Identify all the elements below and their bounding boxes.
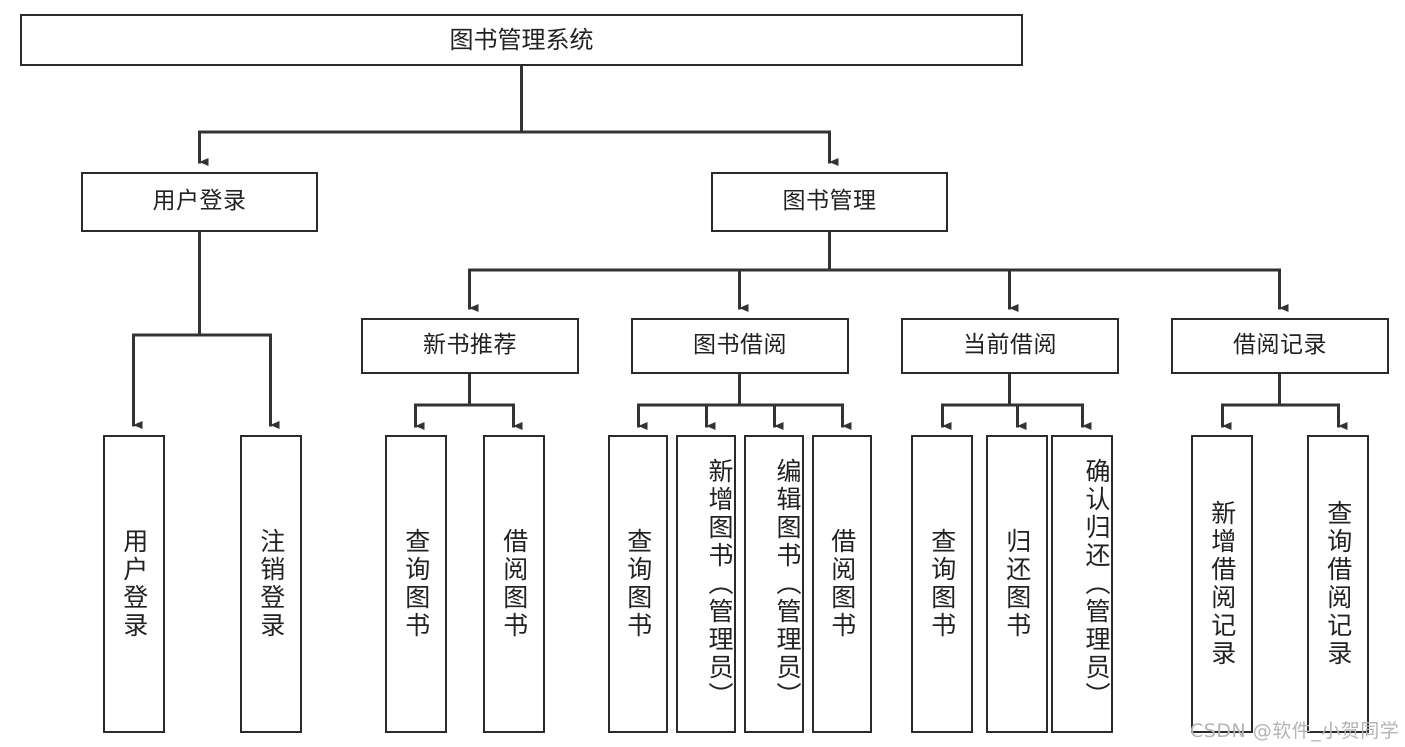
node-leaf-query-book-borrow-label: 查询图书 xyxy=(623,528,653,640)
node-leaf-logout[interactable]: 注销登录 xyxy=(240,435,302,733)
node-borrow-record[interactable]: 借阅记录 xyxy=(1171,318,1389,374)
node-leaf-borrow-book-rec[interactable]: 借阅图书 xyxy=(483,435,545,733)
node-leaf-add-record-label: 新增借阅记录 xyxy=(1207,500,1237,668)
node-leaf-query-book-rec[interactable]: 查询图书 xyxy=(385,435,447,733)
node-leaf-query-record-label: 查询借阅记录 xyxy=(1323,500,1353,668)
node-current-borrow[interactable]: 当前借阅 xyxy=(901,318,1119,374)
node-leaf-query-book-cur[interactable]: 查询图书 xyxy=(911,435,973,733)
node-leaf-user-login-label: 用户登录 xyxy=(119,528,149,640)
node-leaf-borrow-book[interactable]: 借阅图书 xyxy=(812,435,872,733)
node-leaf-user-login[interactable]: 用户登录 xyxy=(103,435,165,733)
node-leaf-add-book-label: 新增图书（管理员） xyxy=(705,458,734,710)
node-new-book-rec[interactable]: 新书推荐 xyxy=(361,318,579,374)
node-leaf-borrow-book-rec-label: 借阅图书 xyxy=(499,528,529,640)
node-leaf-confirm-return-label: 确认归还（管理员） xyxy=(1082,458,1111,710)
node-leaf-query-book-borrow[interactable]: 查询图书 xyxy=(608,435,668,733)
node-leaf-query-book-cur-label: 查询图书 xyxy=(927,528,957,640)
node-user-login-label: 用户登录 xyxy=(152,188,247,215)
node-leaf-logout-label: 注销登录 xyxy=(256,528,286,640)
node-leaf-add-record[interactable]: 新增借阅记录 xyxy=(1191,435,1253,733)
node-root-system-label: 图书管理系统 xyxy=(449,25,594,54)
node-leaf-edit-book-label: 编辑图书（管理员） xyxy=(773,458,802,710)
node-leaf-borrow-book-label: 借阅图书 xyxy=(827,528,857,640)
node-leaf-return-book[interactable]: 归还图书 xyxy=(986,435,1048,733)
node-book-manage-label: 图书管理 xyxy=(782,188,877,215)
node-book-borrow-label: 图书借阅 xyxy=(693,332,787,359)
node-leaf-query-record[interactable]: 查询借阅记录 xyxy=(1307,435,1369,733)
node-user-login[interactable]: 用户登录 xyxy=(81,172,318,232)
node-current-borrow-label: 当前借阅 xyxy=(963,332,1057,359)
node-leaf-edit-book[interactable]: 编辑图书（管理员） xyxy=(744,435,804,733)
node-book-manage[interactable]: 图书管理 xyxy=(711,172,948,232)
node-leaf-add-book[interactable]: 新增图书（管理员） xyxy=(676,435,736,733)
node-leaf-confirm-return[interactable]: 确认归还（管理员） xyxy=(1051,435,1113,733)
node-leaf-query-book-rec-label: 查询图书 xyxy=(401,528,431,640)
csdn-watermark: CSDN @软件_小贺同学 xyxy=(1190,720,1400,742)
node-book-borrow[interactable]: 图书借阅 xyxy=(631,318,849,374)
node-root-system[interactable]: 图书管理系统 xyxy=(20,14,1023,66)
node-borrow-record-label: 借阅记录 xyxy=(1233,332,1327,359)
node-leaf-return-book-label: 归还图书 xyxy=(1002,528,1032,640)
node-new-book-rec-label: 新书推荐 xyxy=(423,332,517,359)
